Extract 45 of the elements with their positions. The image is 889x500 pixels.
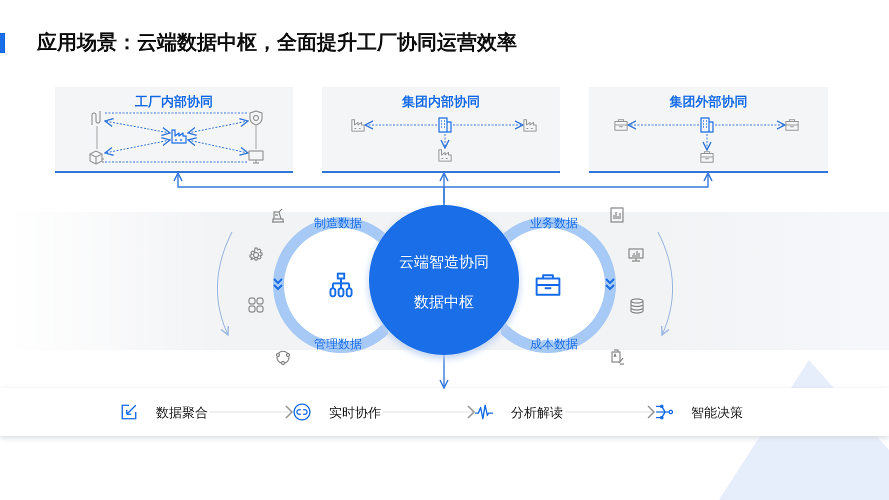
step-label: 分析解读 <box>511 404 563 422</box>
building-icon <box>699 116 715 134</box>
factory-icon <box>351 118 365 132</box>
arrow <box>627 120 700 130</box>
factory-icon <box>170 128 188 144</box>
briefcase-icon <box>785 118 799 132</box>
shield-icon <box>248 110 264 126</box>
panel-title: 集团内部协同 <box>400 93 481 111</box>
briefcase-icon <box>699 150 715 164</box>
step-label: 数据聚合 <box>156 404 208 422</box>
factory-icon <box>523 118 537 132</box>
step-label: 智能决策 <box>691 404 743 422</box>
ring-label: 业务数据 <box>529 217 579 232</box>
panel <box>322 87 560 173</box>
chevron-arrow <box>210 405 294 419</box>
panel <box>55 87 293 173</box>
hub-label: 数据中枢 <box>413 293 475 312</box>
box-icon <box>89 149 105 165</box>
panel-title: 工厂内部协同 <box>134 93 214 111</box>
arrow <box>187 137 249 156</box>
arrow <box>452 120 524 130</box>
chevron-arrow <box>382 405 476 419</box>
ring-label: 制造数据 <box>313 217 363 232</box>
arrow <box>364 120 438 130</box>
arrow <box>187 118 249 136</box>
ring-label: 管理数据 <box>313 336 363 353</box>
factory-icon <box>437 148 453 162</box>
panel-title: 集团外部协同 <box>668 93 748 111</box>
panel <box>589 87 828 173</box>
chevron-arrow <box>564 405 656 419</box>
monitor-icon <box>248 149 264 165</box>
arrow <box>440 134 450 149</box>
step-label: 实时协作 <box>329 404 381 422</box>
title: 应用场景：云端数据中枢，全面提升工厂协同运营效率 <box>37 30 517 56</box>
step-bar <box>0 388 889 436</box>
arrow <box>443 172 713 205</box>
hub-label: 云端智造协同 <box>398 253 490 272</box>
arrow <box>702 134 712 151</box>
arrow <box>104 136 171 156</box>
arrow <box>714 120 786 130</box>
building-icon <box>437 116 453 134</box>
arrow <box>104 118 171 136</box>
arrow <box>439 355 449 389</box>
ring-label: 成本数据 <box>529 336 579 353</box>
briefcase-icon <box>614 118 628 132</box>
